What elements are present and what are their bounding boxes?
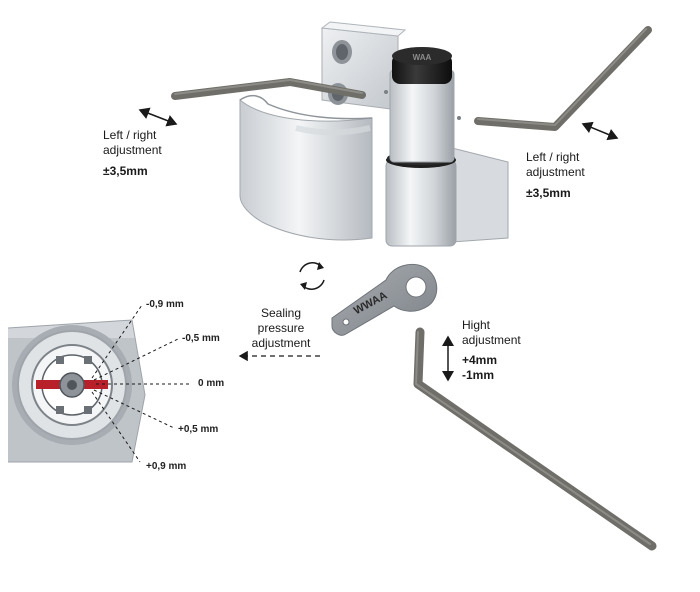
left-adjustment-label: Left / right adjustment ±3,5mm [103,128,162,179]
scale-label-minus-0-9: -0,9 mm [146,299,184,310]
left-adjust-arrow [138,107,178,127]
scale-label-plus-0-5: +0,5 mm [178,424,219,435]
height-adjustment-values: +4mm -1mm [462,353,497,383]
height-adjustment-label: Hight adjustment [462,318,521,348]
left-hex-key [171,78,366,100]
height-title-2: adjustment [462,333,521,347]
left-adjustment-title-1: Left / right [103,128,157,142]
right-adjust-arrow [581,121,619,141]
sealing-scale-leaders [91,304,190,463]
left-adjustment-title-2: adjustment [103,143,162,157]
right-adjustment-title-2: adjustment [526,165,585,179]
sealing-adjustment-tool: WWAA [331,264,438,336]
sealing-detail-view [7,319,146,463]
cap-brand-text: WAA [413,53,432,62]
hinge-assembly: WAA [171,21,652,247]
right-adjustment-value: ±3,5mm [526,186,571,200]
right-hex-key [474,26,652,131]
hinge-barrel: WAA [384,47,461,163]
right-adjustment-title-1: Left / right [526,150,580,164]
scale-label-plus-0-9: +0,9 mm [146,461,187,472]
sealing-pressure-label: Sealing pressure adjustment [242,306,320,351]
sealing-title-3: adjustment [251,336,311,350]
left-adjustment-value: ±3,5mm [103,164,148,178]
height-value-down: -1mm [462,368,495,382]
left-cover-cap [239,94,373,241]
lower-hinge-body [385,147,509,247]
scale-label-minus-0-5: -0,5 mm [182,333,220,344]
scale-label-zero: 0 mm [198,378,225,389]
height-hex-key [413,327,657,551]
height-value-up: +4mm [462,353,498,367]
height-title-1: Hight [462,318,491,332]
right-adjustment-label: Left / right adjustment ±3,5mm [526,150,585,201]
rotate-icon [299,262,325,290]
sealing-title-2: pressure [257,321,305,335]
sealing-title-1: Sealing [260,306,302,320]
